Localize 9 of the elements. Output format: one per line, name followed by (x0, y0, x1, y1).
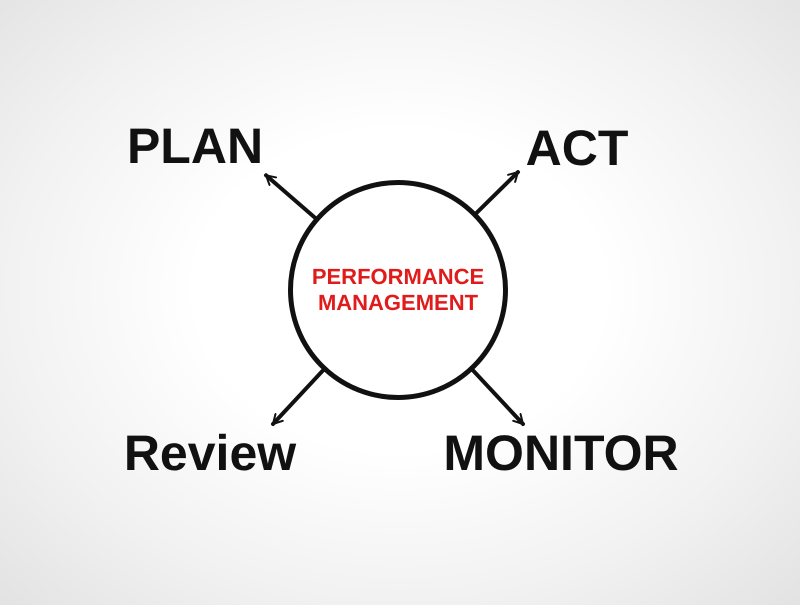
step-label: MONITOR (436, 424, 686, 482)
step-label: PLAN (124, 116, 266, 176)
step-label: Review (114, 424, 306, 482)
arrow (471, 368, 525, 426)
arrow (271, 368, 325, 426)
hub-title: PERFORMANCE MANAGEMENT (310, 264, 486, 316)
arrow (264, 173, 317, 220)
arrow (474, 170, 520, 215)
step-label: ACT (518, 118, 636, 178)
